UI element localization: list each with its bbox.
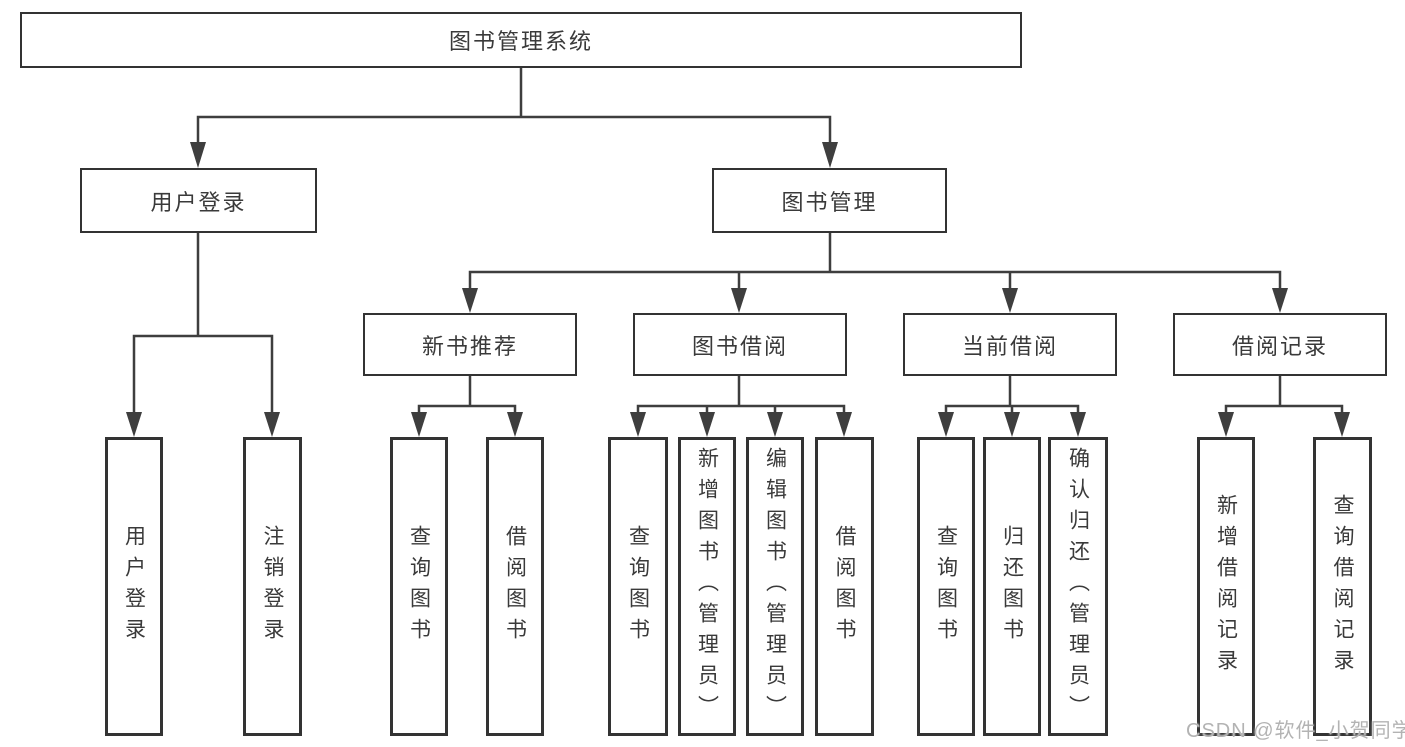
node-leaf-return-book: 归还图书 <box>983 437 1041 736</box>
node-label: 用户登录 <box>122 524 146 649</box>
node-label: 确认归还（管理员） <box>1066 447 1090 726</box>
node-current-borrow: 当前借阅 <box>903 313 1117 376</box>
node-label: 查询图书 <box>407 524 431 649</box>
node-leaf-edit-book-admin: 编辑图书（管理员） <box>746 437 804 736</box>
node-label: 借阅图书 <box>503 524 527 649</box>
node-label: 新增借阅记录 <box>1214 493 1238 680</box>
node-leaf-query-book-borrow: 查询图书 <box>608 437 668 736</box>
node-leaf-add-borrow-record: 新增借阅记录 <box>1197 437 1255 736</box>
node-label: 归还图书 <box>1000 524 1024 649</box>
node-leaf-query-borrow-record: 查询借阅记录 <box>1313 437 1372 736</box>
node-leaf-query-book-recommend: 查询图书 <box>390 437 448 736</box>
node-leaf-add-book-admin: 新增图书（管理员） <box>678 437 736 736</box>
csdn-watermark: CSDN @软件_小贺同学 <box>1186 720 1405 742</box>
node-book-management: 图书管理 <box>712 168 947 233</box>
node-label: 借阅图书 <box>833 524 856 649</box>
node-leaf-logout: 注销登录 <box>243 437 302 736</box>
node-label: 查询图书 <box>934 524 958 649</box>
node-leaf-user-login: 用户登录 <box>105 437 163 736</box>
node-label: 查询借阅记录 <box>1331 493 1354 680</box>
node-user-login: 用户登录 <box>80 168 317 233</box>
node-new-book-recommend: 新书推荐 <box>363 313 577 376</box>
node-borrow-record: 借阅记录 <box>1173 313 1387 376</box>
node-label: 查询图书 <box>626 524 650 649</box>
node-library-system: 图书管理系统 <box>20 12 1022 68</box>
node-label: 注销登录 <box>261 524 284 649</box>
node-leaf-borrow-book-recommend: 借阅图书 <box>486 437 544 736</box>
node-leaf-borrow-book: 借阅图书 <box>815 437 874 736</box>
node-label: 编辑图书（管理员） <box>763 447 787 726</box>
node-book-borrow: 图书借阅 <box>633 313 847 376</box>
node-leaf-query-book-current: 查询图书 <box>917 437 975 736</box>
node-label: 新增图书（管理员） <box>695 447 719 726</box>
node-leaf-confirm-return-admin: 确认归还（管理员） <box>1048 437 1108 736</box>
